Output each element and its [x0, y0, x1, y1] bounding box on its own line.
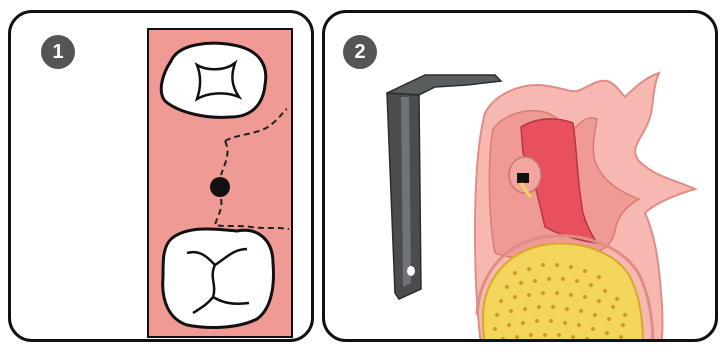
step-2-panel: 2 — [322, 10, 718, 342]
cross-section-diagram — [325, 13, 718, 342]
occlusal-view-diagram — [11, 13, 314, 342]
lower-tooth-icon — [163, 229, 274, 328]
upper-tooth-icon — [161, 43, 266, 117]
implant-site-dot-icon — [210, 177, 230, 197]
step-1-panel: 1 — [8, 10, 314, 342]
implant-post-icon — [517, 173, 529, 183]
